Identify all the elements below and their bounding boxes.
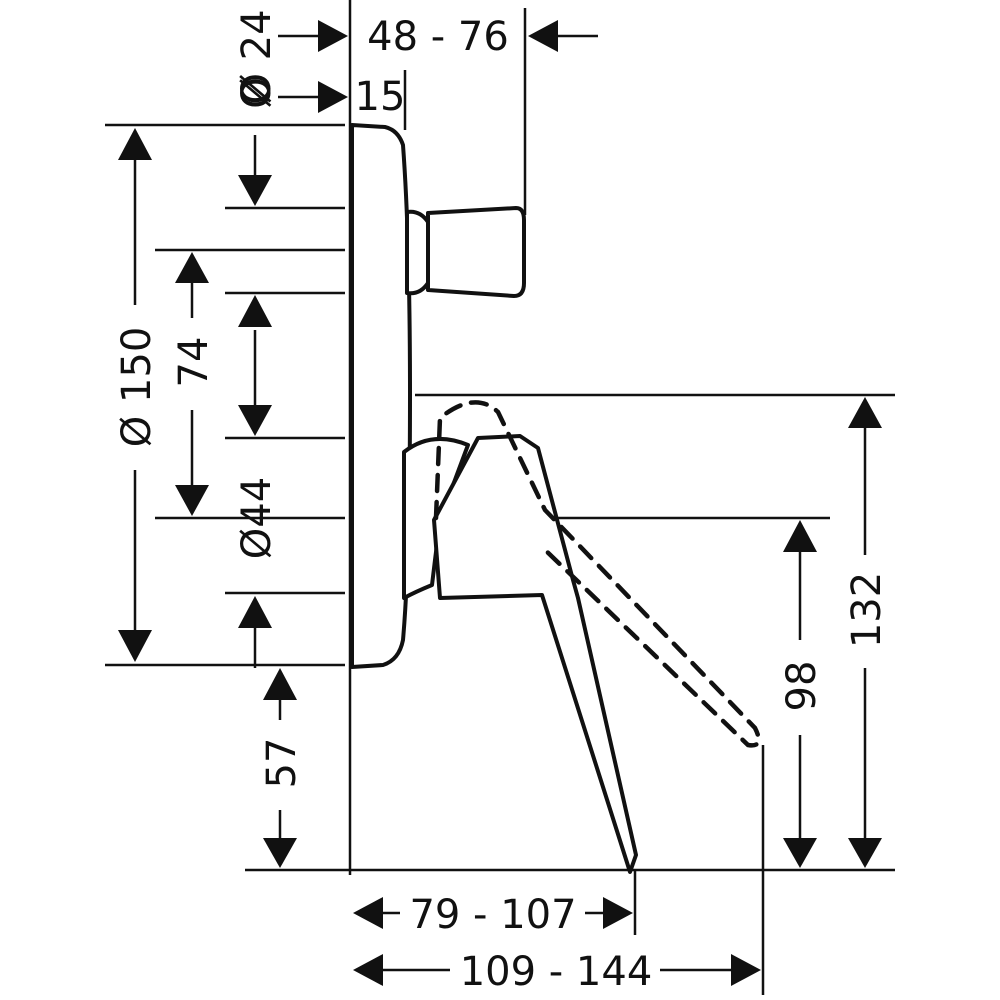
label-dia-15: Ø [234,77,280,108]
wall-plate [350,123,412,669]
label-range-79-107: 79 - 107 [409,892,576,938]
lever-alternate-position [433,400,761,748]
label-range-109-144: 109 - 144 [460,949,653,995]
label-dia-24: Ø 24 [234,9,280,104]
label-132: 132 [844,572,890,648]
label-15: 15 [355,74,406,120]
label-range-48-76: 48 - 76 [367,14,509,60]
dimension-arrows [118,20,882,986]
label-98: 98 [779,661,825,712]
label-57: 57 [259,738,305,789]
extension-lines [105,0,895,995]
label-dia-150: Ø 150 [114,327,160,448]
dimension-labels: Ø 24 Ø 48 - 76 15 Ø 150 74 Ø44 57 98 132… [114,9,890,995]
label-dia-44: Ø44 [234,477,280,559]
diverter-knob [405,206,526,298]
label-74: 74 [171,337,217,388]
